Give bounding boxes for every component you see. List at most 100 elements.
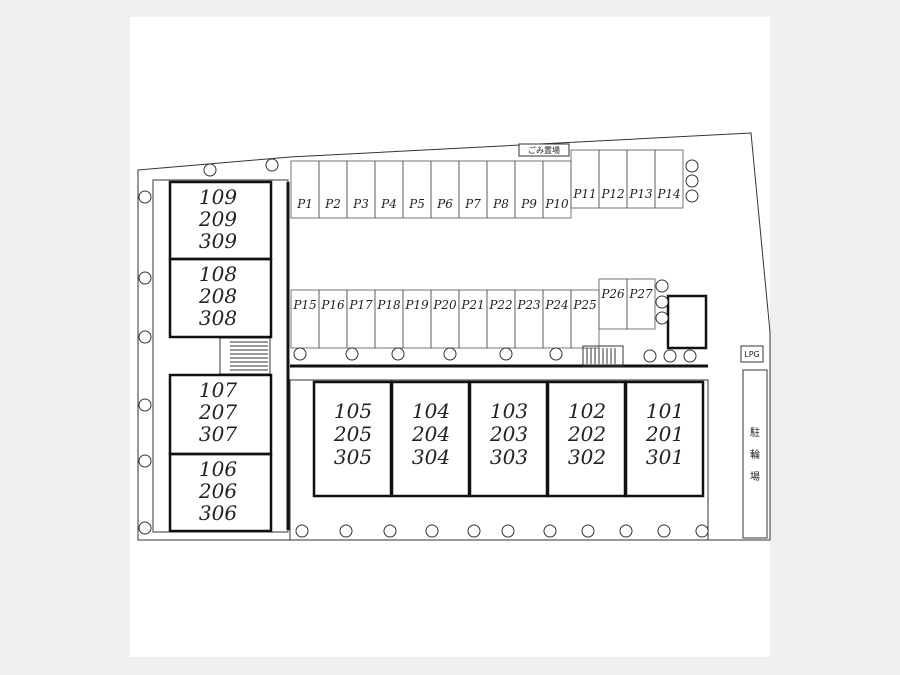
tree-icon [685,174,699,188]
tree-icon [138,330,152,344]
unit-number-305: 305 [334,445,372,469]
unit-106-wall [168,452,273,533]
unit-108-wall [168,257,273,339]
parking-label-p9: P9 [520,197,537,211]
unit-number-102: 102 [568,399,606,423]
parking-label-p11: P11 [572,187,596,201]
parking-label-p1: P1 [296,197,313,211]
tree-icon [543,524,557,538]
parking-label-p2: P2 [324,197,341,211]
bottom-stairs [586,348,616,364]
parking-label-p10: P10 [544,197,569,211]
parking-label-p23: P23 [516,298,541,312]
bike-label-2: 輪 [750,448,760,461]
unit-number-101: 101 [646,399,684,423]
unit-number-308: 308 [199,306,237,330]
parking-label-p4: P4 [380,197,397,211]
tree-icon [383,524,397,538]
parking-space-p14 [654,149,684,209]
unit-number-103: 103 [490,399,528,423]
garbage-label: ごみ置場 [528,145,560,155]
parking-label-p22: P22 [488,298,512,312]
tree-icon [655,295,669,309]
tree-icon [683,349,697,363]
parking-label-p21: P21 [460,298,484,312]
parking-label-p15: P15 [292,298,316,312]
tree-icon [425,524,439,538]
tree-icon [685,159,699,173]
site-boundary [137,132,771,541]
unit-number-109: 109 [199,185,237,209]
tree-icon [345,347,359,361]
tree-icon [443,347,457,361]
parking-label-p7: P7 [464,197,481,211]
tree-icon [619,524,633,538]
bottom-building [289,294,709,541]
tree-icon [138,521,152,535]
unit-number-104: 104 [412,399,450,423]
left-building [152,179,290,533]
garbage-area: ごみ置場 [518,143,570,157]
unit-number-205: 205 [333,422,372,446]
unit-number-301: 301 [646,445,684,469]
trees [138,158,709,538]
parking-label-p8: P8 [492,197,509,211]
unit-number-304: 304 [412,445,450,469]
parking-label-p13: P13 [628,187,653,201]
unit-101-wall [624,380,705,498]
parking-label-p20: P20 [432,298,457,312]
bike-label-3: 場 [750,470,760,483]
tree-icon [655,279,669,293]
tree-icon [643,349,657,363]
tree-icon [138,454,152,468]
unit-number-106: 106 [199,457,237,481]
unit-number-302: 302 [568,445,606,469]
unit-number-202: 202 [567,422,606,446]
tree-icon [391,347,405,361]
tree-icon [467,524,481,538]
parking-label-p25: P25 [572,298,596,312]
tree-icon [663,349,677,363]
parking-label-p26: P26 [600,287,625,301]
tree-icon [293,347,307,361]
unit-number-204: 204 [411,422,450,446]
unit-number-203: 203 [489,422,528,446]
parking-label-p24: P24 [544,298,568,312]
parking-label-p18: P18 [376,298,401,312]
tree-icon [339,524,353,538]
unit-number-306: 306 [199,501,237,525]
tree-icon [581,524,595,538]
unit-number-105: 105 [334,399,372,423]
parking-label-p3: P3 [352,197,369,211]
bike-label-1: 駐 [750,426,760,439]
lpg-area: LPG [740,345,764,363]
tree-icon [655,311,669,325]
left-stairs [230,341,268,371]
tree-icon [138,190,152,204]
parking-label-p14: P14 [656,187,680,201]
parking-label-p17: P17 [348,298,373,312]
unit-number-209: 209 [198,207,237,231]
lpg-label: LPG [744,350,759,359]
tree-icon [499,347,513,361]
unit-number-309: 309 [199,229,237,253]
parking-label-p12: P12 [600,187,624,201]
parking-space-p27 [626,278,656,330]
bottom-units: 1052053051042043041032033031022023021012… [312,380,705,498]
unit-number-107: 107 [199,378,237,402]
tree-icon [138,398,152,412]
parking-label-p27: P27 [628,287,653,301]
unit-number-108: 108 [199,262,237,286]
unit-number-303: 303 [490,445,528,469]
unit-number-307: 307 [199,422,237,446]
